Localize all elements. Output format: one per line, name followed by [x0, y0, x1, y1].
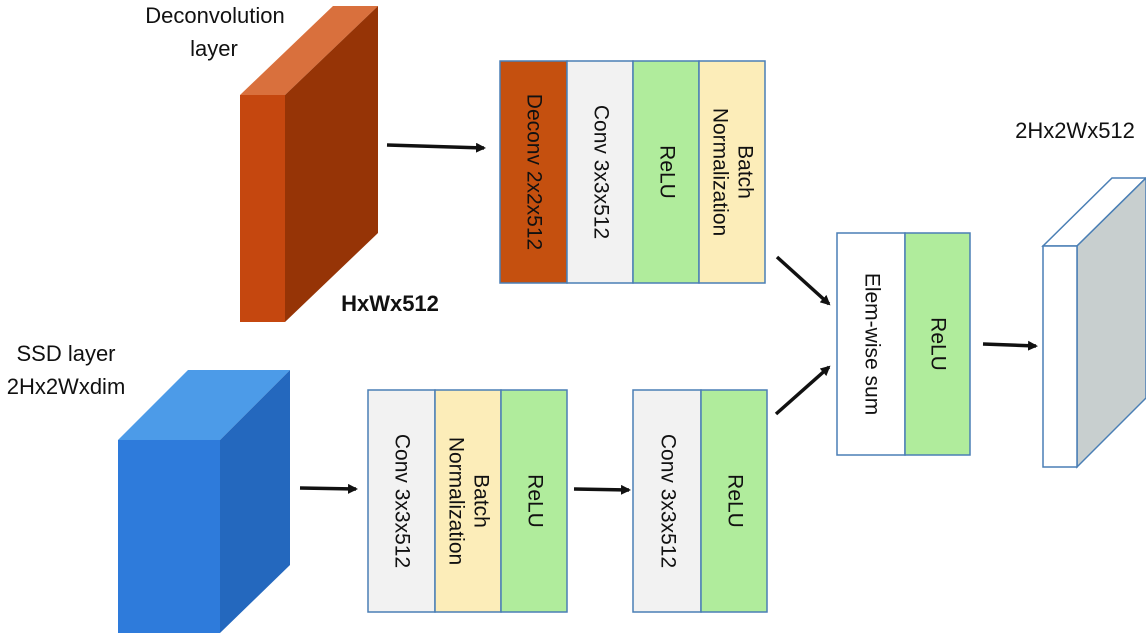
elem-wise-sum-text: Elem-wise sum — [860, 273, 883, 415]
ssd-layer-label-line2: 2Hx2Wxdim — [7, 374, 126, 399]
deconv-text: Deconv 2x2x512 — [522, 94, 545, 250]
conv-text-bottom-2: Conv 3x3x512 — [656, 434, 679, 568]
batch-norm-layer-top — [698, 60, 766, 284]
relu-layer-bottom-2 — [700, 389, 768, 613]
ssd-layer-label-line1: SSD layer — [16, 341, 115, 366]
bn-text-bottom-line2: Normalization — [444, 437, 467, 565]
relu-text-bottom-1: ReLU — [523, 474, 546, 528]
deconv-branch-block: Deconv 2x2x512 Conv 3x3x512 ReLU Batch N… — [499, 60, 766, 284]
deconv-layer-label-line2: layer — [190, 36, 238, 61]
relu-layer-merge — [904, 232, 971, 456]
relu-text-merge: ReLU — [926, 317, 949, 371]
relu-layer-bottom-1 — [500, 389, 568, 613]
relu-layer-top — [632, 60, 700, 284]
deconv-2x2-layer — [499, 60, 568, 284]
arrows — [299, 142, 1038, 495]
arrow-ssd-to-block1 — [299, 483, 358, 494]
arrow-block1-to-block2 — [573, 484, 631, 495]
bn-text-bottom-line1: Batch — [469, 474, 492, 528]
arrow-top-to-merge — [775, 255, 831, 306]
ssd-layer-cube — [118, 370, 290, 633]
deconv-dims-label: HxWx512 — [341, 291, 439, 316]
ssd-branch-block-1: Conv 3x3x512 Batch Normalization ReLU — [367, 389, 568, 613]
ssd-cube-side — [220, 370, 290, 633]
elem-wise-sum-layer — [836, 232, 906, 456]
conv-3x3-layer-bottom-2 — [632, 389, 702, 613]
batch-norm-layer-bottom — [434, 389, 502, 613]
bn-text-top-line1: Batch — [733, 145, 756, 199]
arrow-merge-to-output — [982, 340, 1038, 351]
relu-text-bottom-2: ReLU — [723, 474, 746, 528]
conv-3x3-layer-bottom-1 — [367, 389, 436, 613]
deconv-cube-side — [285, 6, 378, 322]
relu-text-top: ReLU — [655, 145, 678, 199]
deconv-layer-cube — [240, 6, 378, 322]
output-dims-label: 2Hx2Wx512 — [1015, 118, 1135, 143]
conv-text-bottom-1: Conv 3x3x512 — [390, 434, 413, 568]
merge-block: Elem-wise sum ReLU — [836, 232, 971, 456]
bn-text-top-line2: Normalization — [708, 108, 731, 236]
output-cube — [1041, 176, 1146, 469]
output-cube-front — [1042, 245, 1078, 468]
conv-3x3-layer-top — [566, 60, 634, 284]
ssd-cube-top — [118, 370, 290, 440]
arrow-bottom-to-merge — [774, 365, 831, 416]
deconv-cube-top — [240, 6, 378, 95]
arrow-deconv-to-block — [386, 142, 486, 153]
deconv-layer-label-line1: Deconvolution — [145, 3, 284, 28]
ssd-branch-block-2: Conv 3x3x512 ReLU — [632, 389, 768, 613]
deconv-cube-front — [240, 95, 285, 322]
conv-text-top: Conv 3x3x512 — [589, 105, 612, 239]
ssd-cube-front — [118, 440, 220, 633]
